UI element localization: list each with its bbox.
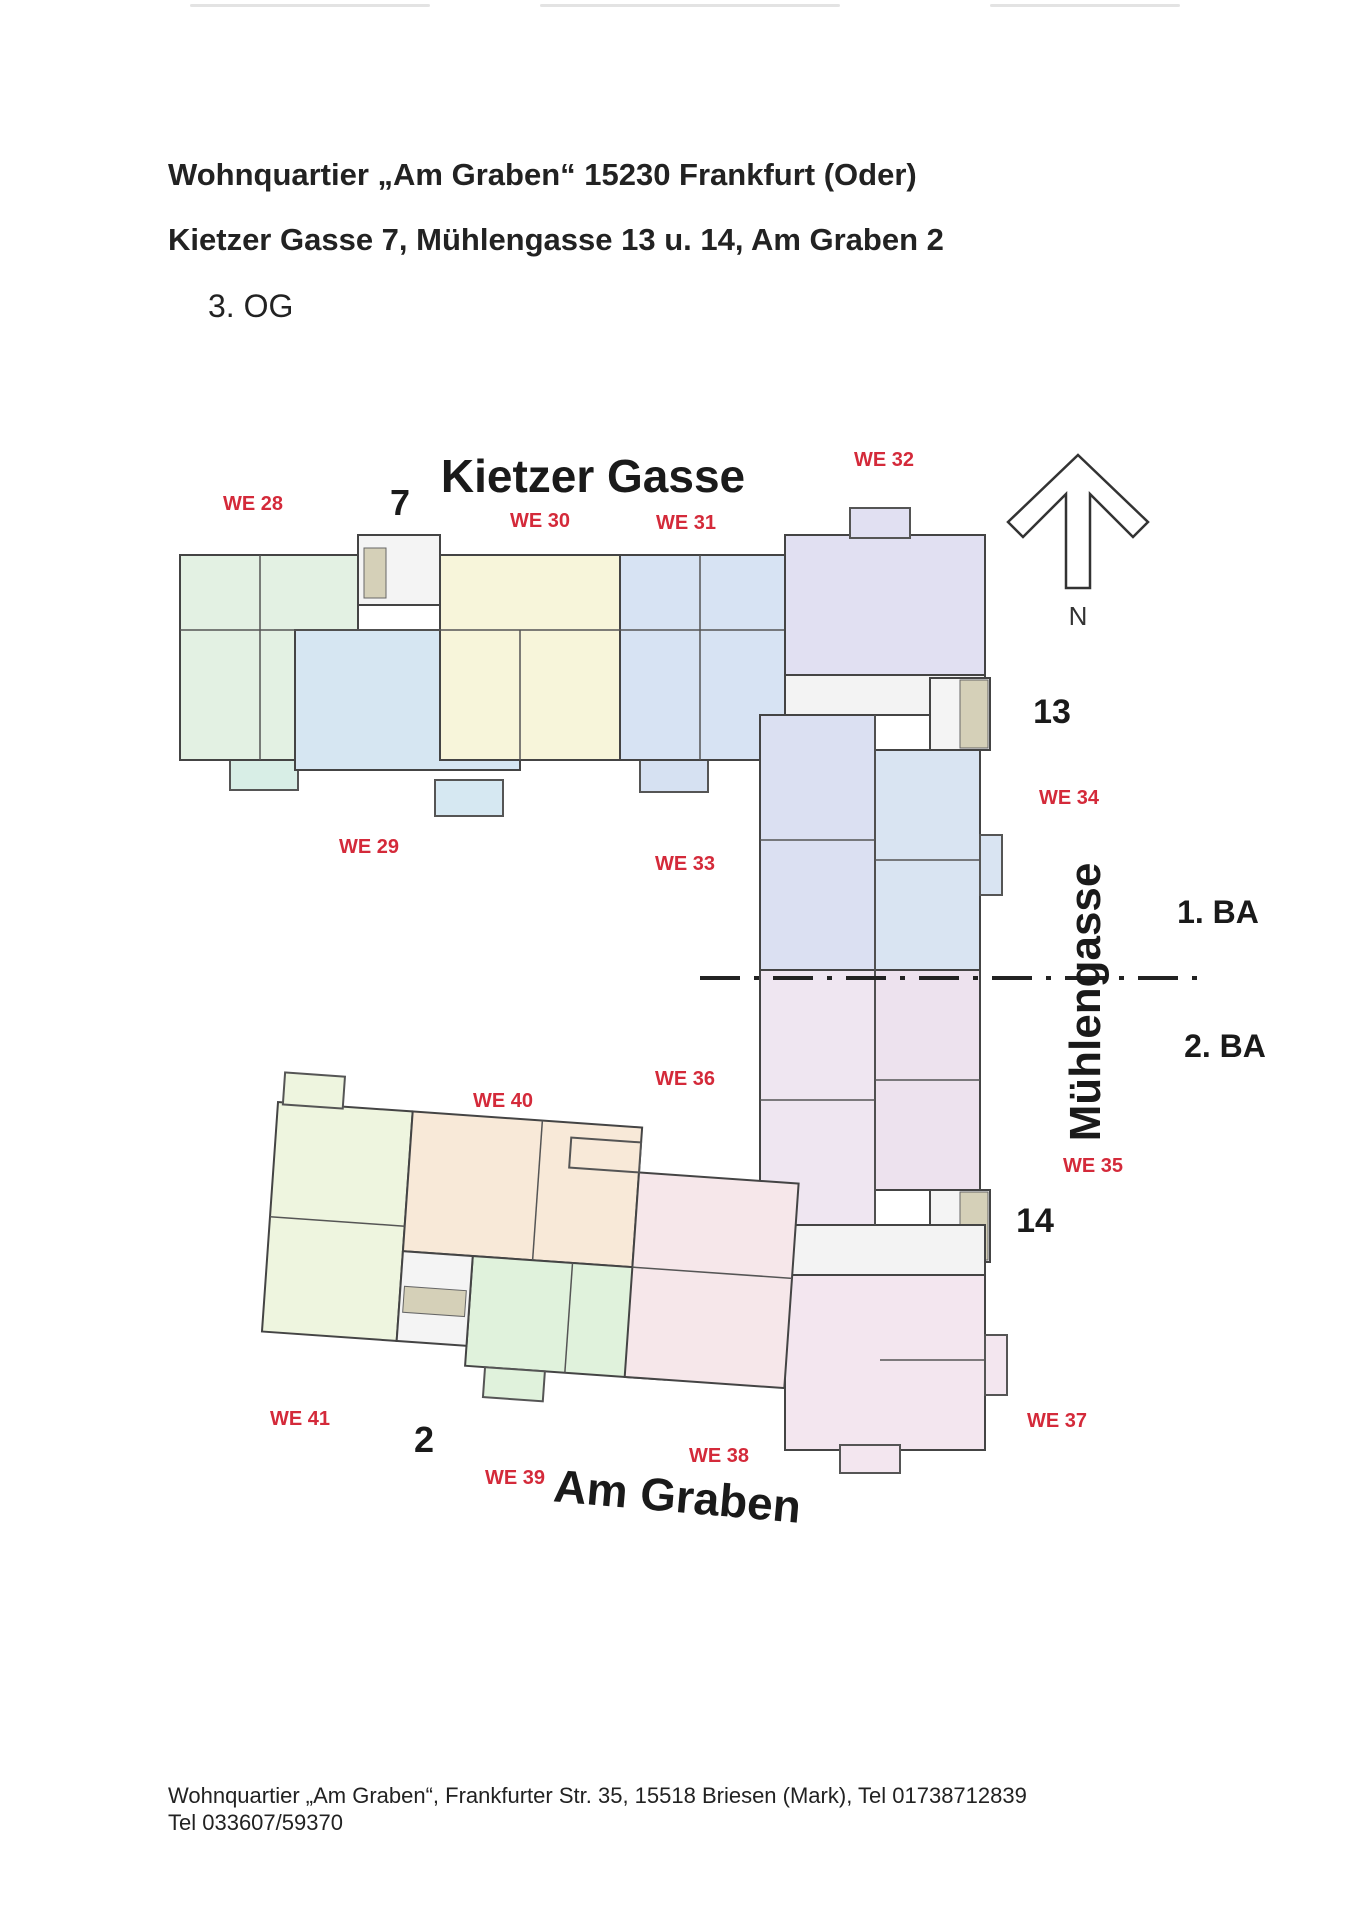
unit-label-we41: WE 41	[270, 1408, 330, 1430]
unit-area-we32	[784, 534, 986, 676]
north-arrow-icon: N	[1006, 453, 1150, 631]
unit-label-we33: WE 33	[655, 853, 715, 875]
north-wing	[179, 534, 791, 817]
north-label: N	[1069, 601, 1088, 631]
east-wing	[759, 507, 1008, 1474]
balcony	[229, 757, 299, 791]
street-label-muehlengasse: Mühlengasse	[1061, 863, 1110, 1142]
balcony	[979, 834, 1003, 896]
unit-label-we35: WE 35	[1063, 1155, 1123, 1177]
unit-label-we40: WE 40	[473, 1090, 533, 1112]
unit-area-we38	[623, 1171, 800, 1390]
unit-label-we28: WE 28	[223, 493, 283, 515]
balcony	[434, 779, 504, 817]
house-number-7: 7	[390, 482, 410, 523]
south-wing	[260, 1071, 800, 1403]
unit-label-we39: WE 39	[485, 1467, 545, 1489]
balcony	[839, 1444, 901, 1474]
floor-label: 3. OG	[208, 288, 294, 324]
scan-edge-mark	[990, 4, 1180, 7]
balcony	[568, 1136, 643, 1174]
house-number-14: 14	[1016, 1202, 1054, 1240]
unit-label-we31: WE 31	[656, 512, 716, 534]
unit-area-we37	[784, 1274, 986, 1451]
stair-steps	[363, 547, 387, 599]
unit-label-we30: WE 30	[510, 510, 570, 532]
page-title: Wohnquartier „Am Graben“ 15230 Frankfurt…	[168, 157, 917, 192]
unit-area-we40	[401, 1110, 644, 1269]
house-number-13: 13	[1033, 693, 1071, 731]
street-label-kietzer-gasse: Kietzer Gasse	[441, 450, 745, 502]
unit-label-we37: WE 37	[1027, 1410, 1087, 1432]
phase-label-2-ba: 2. BA	[1184, 1028, 1266, 1064]
unit-labels: WE 28 WE 29 WE 30 WE 31 WE 32 WE 33 WE 3…	[223, 449, 1123, 1489]
corridor	[784, 1224, 986, 1276]
scan-edge-mark	[540, 4, 840, 7]
unit-label-we29: WE 29	[339, 836, 399, 858]
house-number-2: 2	[414, 1419, 434, 1460]
unit-area-we30	[439, 554, 621, 761]
footer-contact: Wohnquartier „Am Graben“, Frankfurter St…	[168, 1783, 1027, 1808]
unit-label-we34: WE 34	[1039, 787, 1100, 809]
balcony	[281, 1071, 347, 1110]
footer-phone: Tel 033607/59370	[168, 1810, 343, 1835]
stair-steps	[402, 1285, 467, 1318]
unit-label-we38: WE 38	[689, 1445, 749, 1467]
stair-steps	[959, 679, 989, 749]
unit-area-we33	[759, 714, 876, 971]
street-label-am-graben: Am Graben	[552, 1459, 804, 1532]
balcony	[481, 1366, 546, 1403]
scan-edge-mark	[190, 4, 430, 7]
balcony	[984, 1334, 1008, 1396]
balcony	[639, 759, 709, 793]
phase-label-1-ba: 1. BA	[1177, 894, 1259, 930]
unit-label-we32: WE 32	[854, 449, 914, 471]
unit-label-we36: WE 36	[655, 1068, 715, 1090]
address-line: Kietzer Gasse 7, Mühlengasse 13 u. 14, A…	[168, 222, 944, 257]
balcony	[849, 507, 911, 539]
